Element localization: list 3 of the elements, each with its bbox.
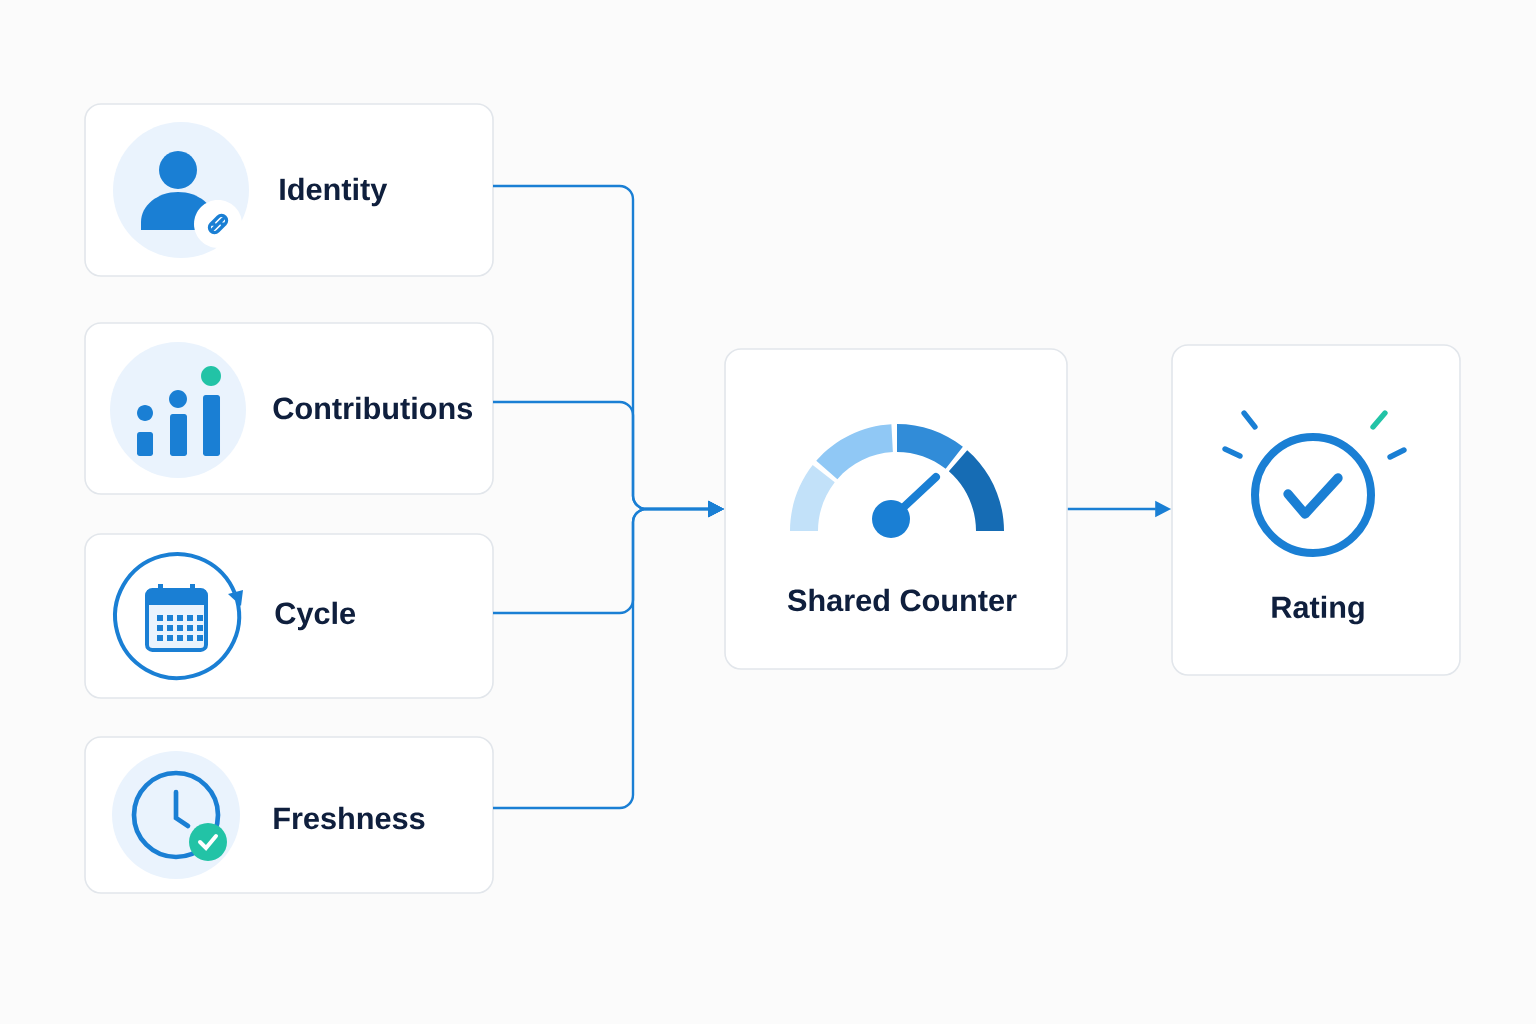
card: Cycle xyxy=(84,533,494,699)
card: Shared Counter xyxy=(724,348,1068,670)
card: Rating xyxy=(1171,344,1461,676)
